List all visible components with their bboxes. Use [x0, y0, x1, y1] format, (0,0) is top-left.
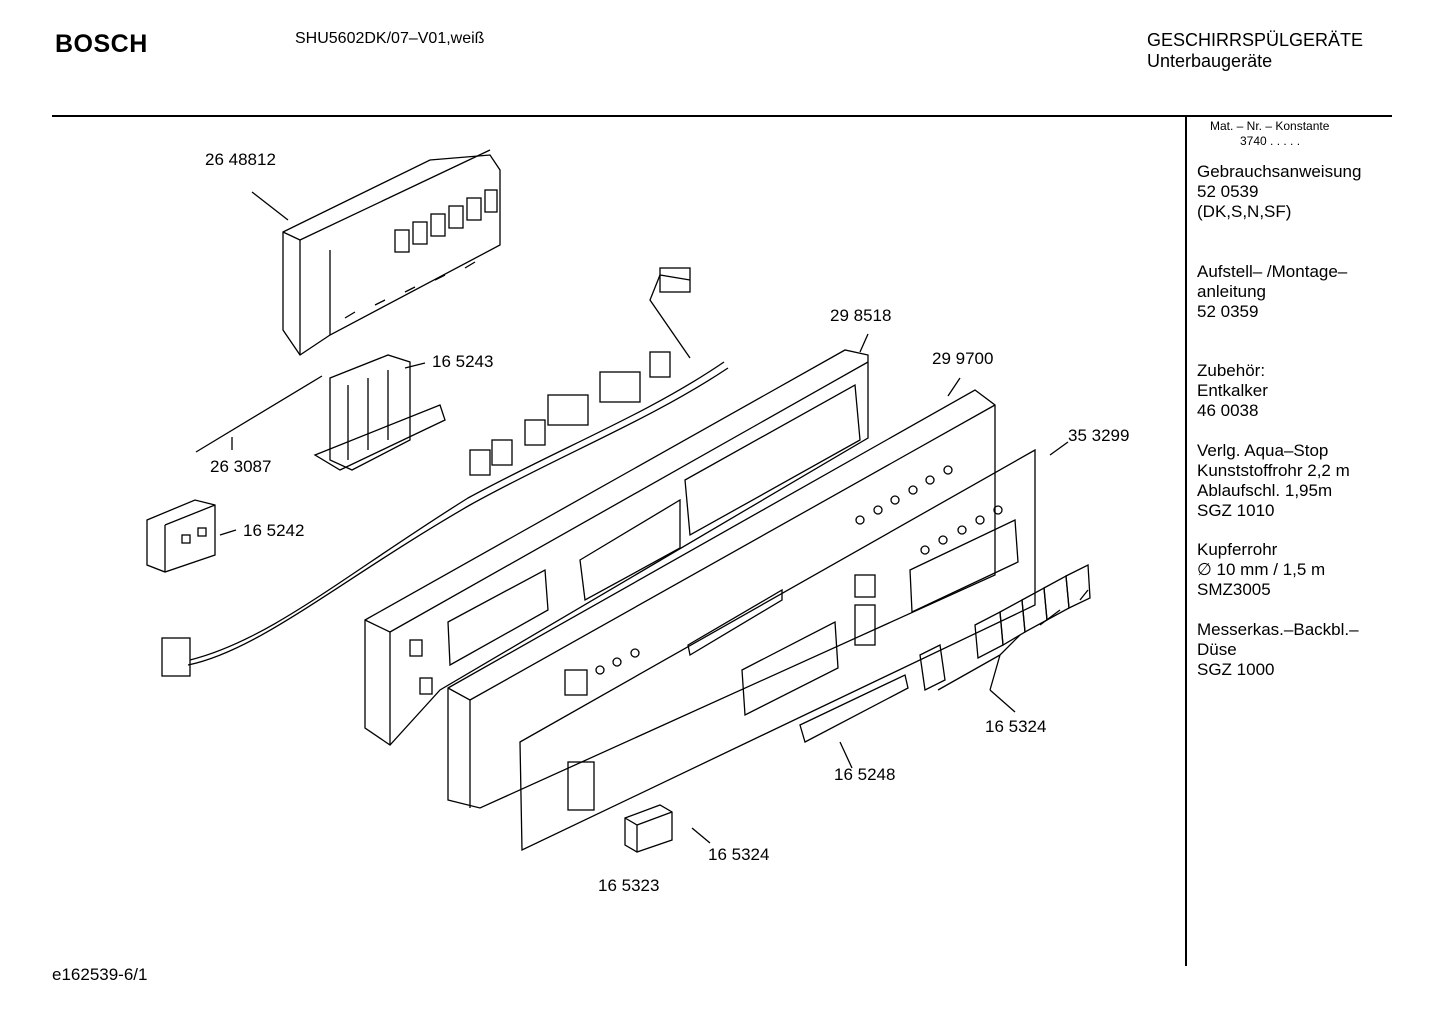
control-panel-frame [364, 349, 869, 746]
part-label: 29 8518 [830, 306, 892, 325]
sidebar-block-installation: Aufstell– /Montage– anleitung 52 0359 [1197, 262, 1348, 321]
diagram-code: e162539-6/1 [52, 965, 148, 984]
rod-part [195, 375, 323, 453]
part-label: 16 5324 [708, 845, 770, 864]
leader-line [989, 689, 1016, 713]
leader-line [947, 377, 961, 397]
strip-part [799, 674, 909, 743]
part-label: 26 48812 [205, 150, 276, 169]
sidebar-divider [1185, 116, 1187, 966]
part-label: 35 3299 [1068, 426, 1130, 445]
header-divider [52, 115, 1392, 117]
part-label: 29 9700 [932, 349, 994, 368]
sidebar-block-aquastop: Verlg. Aqua–Stop Kunststoffrohr 2,2 m Ab… [1197, 441, 1350, 520]
mat-nr-label: Mat. – Nr. – Konstante [1210, 119, 1330, 133]
sidebar-block-copper-pipe: Kupferrohr ∅ 10 mm / 1,5 m SMZ3005 [1197, 540, 1326, 599]
leader-line [839, 741, 853, 769]
part-label: 16 5323 [598, 876, 660, 895]
front-panel [447, 389, 1019, 809]
part-label: 16 5324 [985, 717, 1047, 736]
bracket-part [313, 354, 446, 471]
leader-line [251, 191, 289, 221]
leader-line [691, 827, 711, 844]
sidebar-block-manual: Gebrauchsanweisung 52 0539 (DK,S,N,SF) [1197, 162, 1362, 221]
electronic-module [282, 149, 501, 356]
part-label: 26 3087 [210, 457, 272, 476]
decor-foil [519, 448, 1036, 852]
part-label: 16 5242 [243, 521, 305, 540]
button-keys [919, 563, 1091, 691]
leader-line [219, 529, 237, 536]
category-subtitle: Unterbaugeräte [1147, 51, 1273, 71]
part-label: 16 5243 [432, 352, 494, 371]
leader-line [404, 362, 426, 369]
leader-line [859, 333, 869, 353]
part-label: 16 5248 [834, 765, 896, 784]
cable-harness [161, 267, 729, 677]
exploded-parts-drawing [146, 149, 1091, 853]
single-key [624, 804, 673, 853]
model-number: SHU5602DK/07–V01,weiß [295, 30, 485, 47]
leader-line [1049, 441, 1069, 456]
switch-part [146, 499, 216, 573]
sidebar-block-accessory: Zubehör: Entkalker 46 0038 [1197, 361, 1268, 420]
category-title: GESCHIRRSPÜLGERÄTE [1147, 30, 1364, 50]
brand-logo: BOSCH [55, 30, 148, 58]
sidebar-block-nozzle: Messerkas.–Backbl.– Düse SGZ 1000 [1197, 620, 1359, 679]
mat-nr-value: 3740 . . . . . [1240, 134, 1301, 148]
